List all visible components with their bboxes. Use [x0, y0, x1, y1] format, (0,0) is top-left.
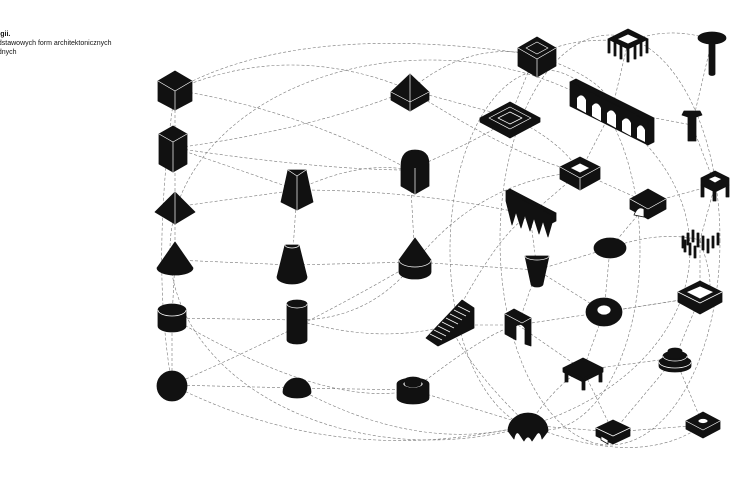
- spiked-wall-icon: [505, 188, 557, 238]
- cube-icon: [157, 70, 193, 111]
- portal-icon: [504, 308, 532, 347]
- hip-roof-icon: [390, 73, 430, 112]
- colonnade-ring-icon: [607, 28, 649, 63]
- hemisphere-icon: [282, 377, 312, 399]
- caption-line: odstawowych form architektonicznych: [0, 40, 112, 47]
- torus-icon: [585, 297, 623, 327]
- caption-line: odnych: [0, 49, 17, 56]
- stair-icon: [425, 299, 475, 347]
- peristyle-icon: [681, 229, 720, 259]
- ring-drum-icon: [396, 376, 430, 405]
- hollow-cube-icon: [517, 36, 557, 78]
- cone-icon: [156, 241, 194, 276]
- truncated-cone-icon: [276, 241, 308, 285]
- caption: logii. odstawowych form architektoniczny…: [0, 30, 154, 57]
- vault-block-icon: [629, 188, 667, 220]
- mushroom-column-icon: [697, 31, 727, 76]
- table-icon: [562, 357, 604, 391]
- dome-arches-icon: [507, 412, 549, 442]
- square-well-icon: [685, 411, 721, 439]
- stepped-pyramid-icon: [479, 101, 541, 139]
- arch-block-icon: [400, 149, 430, 195]
- cup-icon: [524, 251, 550, 288]
- caption-title: logii.: [0, 31, 11, 38]
- stepped-disc-icon: [658, 347, 692, 373]
- pyramid-icon: [154, 191, 196, 225]
- open-frame-icon: [700, 170, 730, 202]
- sphere-icon: [156, 370, 188, 402]
- capital-column-icon: [681, 110, 703, 142]
- cylinder-icon: [286, 299, 308, 345]
- connection-network: [161, 32, 721, 448]
- disc-icon: [157, 303, 187, 333]
- ellipse-plate-icon: [593, 237, 627, 259]
- bench-icon: [595, 419, 631, 445]
- frustum-icon: [280, 169, 314, 211]
- walled-square-icon: [677, 280, 723, 315]
- aqueduct-icon: [569, 78, 655, 146]
- courtyard-block-icon: [559, 156, 601, 191]
- cone-on-cylinder-icon: [398, 237, 432, 280]
- tall-box-icon: [158, 125, 188, 173]
